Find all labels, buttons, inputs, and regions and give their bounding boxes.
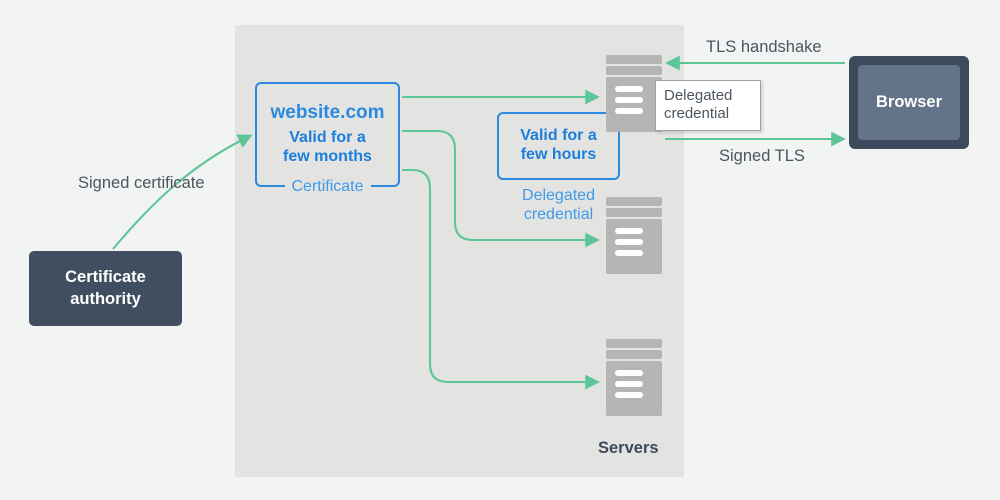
server-2-body [606,219,662,274]
server-2-line-3 [615,250,643,256]
certificate-card-legend: Certificate [284,177,371,196]
server-icon-3[interactable] [606,339,662,416]
certificate-validity-line1: Valid for a [289,129,366,147]
server-1-line-1 [615,86,643,92]
server-1-line-2 [615,97,643,103]
browser-box[interactable]: Browser [849,56,969,149]
delegated-credential-card-body: Valid for a few hours [499,114,618,178]
arrow-ca-to-certificate [112,134,253,250]
server-2-second-bar [606,208,662,217]
certificate-card-body: website.com Valid for a few months [257,84,398,185]
arrow-certificate-to-server-2 [402,129,600,248]
delegated-credential-card-legend: Delegated credential [492,187,625,224]
certificate-authority-box[interactable]: Certificate authority [29,251,182,326]
tls-handshake-label: TLS handshake [706,38,822,56]
server-2-line-1 [615,228,643,234]
certificate-card[interactable]: website.com Valid for a few months Certi… [255,82,400,196]
server-3-line-3 [615,392,643,398]
servers-group-label: Servers [598,439,659,457]
browser-screen: Browser [858,65,960,140]
signed-certificate-label: Signed certificate [78,174,205,192]
arrow-certificate-to-server-3 [402,168,600,390]
certificate-validity-line2: few months [283,147,372,165]
delegated-credential-validity: Valid for a few hours [520,127,596,165]
server-3-top-bar [606,339,662,348]
server-3-body [606,361,662,416]
ca-label-line2: authority [70,289,141,308]
dc-legend-line2: credential [523,205,594,223]
browser-label: Browser [875,93,943,111]
tooltip-line2: credential [664,105,730,123]
server-1-second-bar [606,66,662,75]
server-3-second-bar [606,350,662,359]
signed-tls-label: Signed TLS [719,147,805,165]
server-icon-2[interactable] [606,197,662,274]
certificate-authority-label: Certificate authority [65,267,146,310]
certificate-validity: Valid for a few months [283,129,372,167]
server-2-line-2 [615,239,643,245]
certificate-domain-title: website.com [270,102,385,124]
dc-legend-line1: Delegated [522,187,595,205]
delegated-credential-tooltip: Delegated credential [655,80,761,131]
delegated-credential-card[interactable]: Valid for a few hours Delegated credenti… [492,112,625,224]
tooltip-line1: Delegated [664,87,733,104]
server-3-line-2 [615,381,643,387]
server-1-line-3 [615,108,643,114]
server-2-top-bar [606,197,662,206]
server-1-body [606,77,662,132]
server-3-line-1 [615,370,643,376]
ca-label-line1: Certificate [65,268,146,287]
dc-validity-line2: few hours [520,146,597,163]
server-icon-1[interactable] [606,55,662,132]
dc-validity-line1: Valid for a [520,127,597,145]
server-1-top-bar [606,55,662,64]
